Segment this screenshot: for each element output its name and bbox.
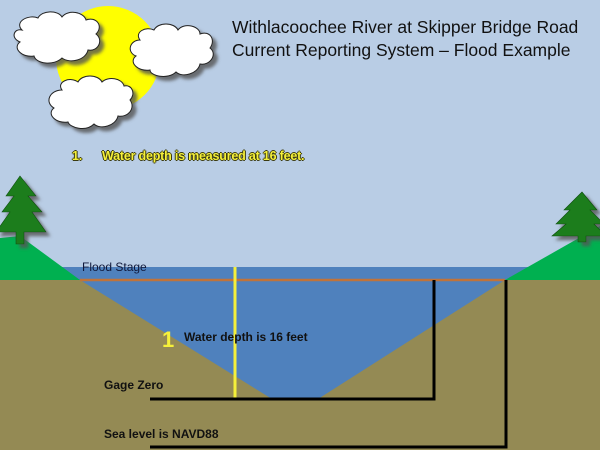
sea-level-label: Sea level is NAVD88 [104,427,219,441]
step-number: 1. [72,149,83,163]
water-depth-label: Water depth is 16 feet [184,330,308,344]
step-caption: 1. Water depth is measured at 16 feet. [72,149,305,163]
right-grass-hill [505,226,600,280]
step-text: Water depth is measured at 16 feet. [102,149,305,163]
tree-icon [551,191,600,243]
cloud-icon [129,23,214,77]
diagram-title: Withlacoochee River at Skipper Bridge Ro… [232,16,578,62]
title-line-1: Withlacoochee River at Skipper Bridge Ro… [232,17,579,37]
title-line-2: Current Reporting System – Flood Example [232,40,571,60]
sea-level-line [150,280,508,449]
flood-stage-label: Flood Stage [82,260,147,274]
tree-icon [0,175,47,245]
cloud-icon [13,11,101,64]
river-water-channel [80,280,505,399]
gage-zero-label: Gage Zero [104,378,164,392]
gage-zero-line [150,280,436,401]
left-grass-hill [0,236,80,280]
depth-marker-number: 1 [162,327,175,352]
river-water-surface [0,267,600,281]
cloud-icon [48,75,134,129]
